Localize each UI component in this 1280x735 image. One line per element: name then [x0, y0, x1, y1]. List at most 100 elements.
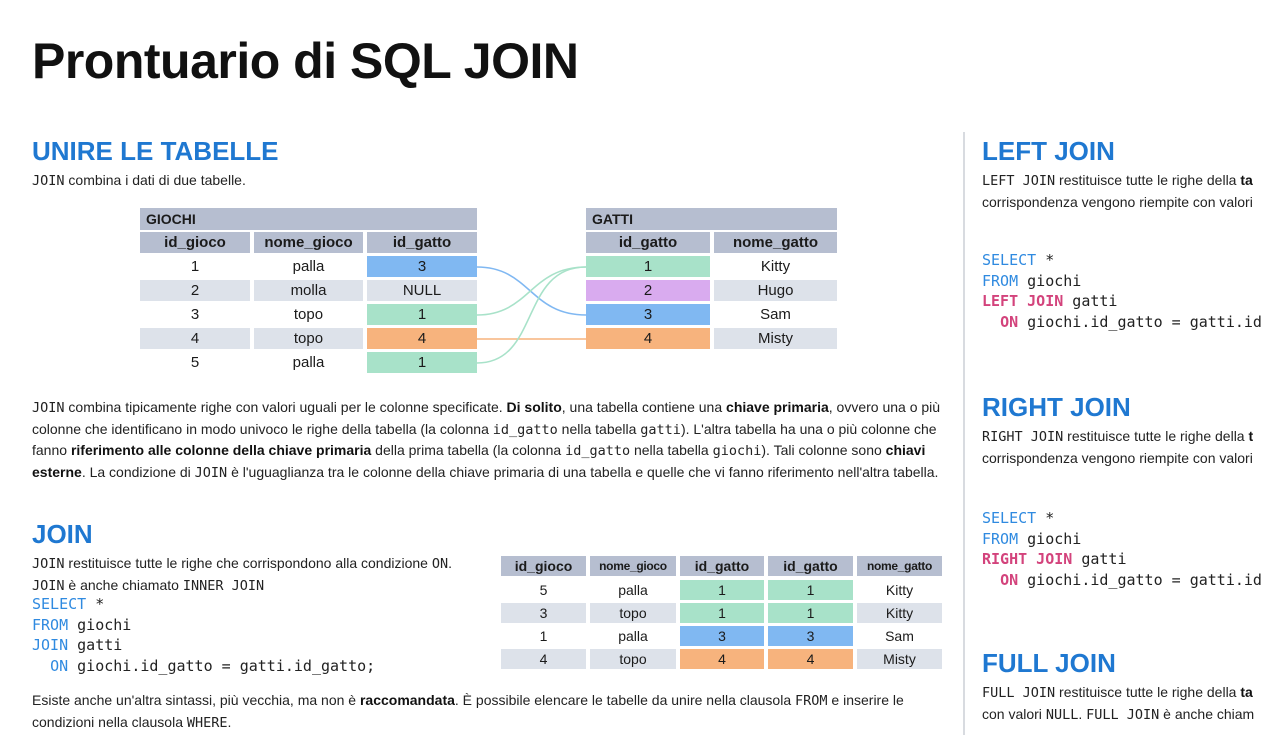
table-cell: molla — [254, 280, 363, 301]
text: , una tabella contiene una — [561, 399, 727, 415]
giochi-header-id-gatto: id_gatto — [367, 232, 477, 253]
code-text: * — [86, 595, 105, 613]
code-join: JOIN — [194, 464, 228, 481]
code-id-gatto: id_gatto — [492, 421, 558, 438]
table-cell: 1 — [586, 256, 710, 277]
result-header-id-gatto-2: id_gatto — [768, 556, 853, 576]
keyword-left-join: LEFT JOIN — [982, 292, 1064, 310]
table-cell: 2 — [140, 280, 250, 301]
bold-text: chiavi esterne — [32, 442, 926, 480]
text: . La condizione di — [81, 463, 195, 480]
join-alt-syntax: Esiste anche un'altra sintassi, più vecc… — [32, 690, 950, 733]
code-text: gatti — [1063, 292, 1118, 310]
left-join-description: LEFT JOIN restituisce tutte le righe del… — [982, 170, 1280, 212]
right-join-code-block: SELECT * FROM giochi RIGHT JOIN gatti ON… — [982, 508, 1280, 590]
table-cell: 5 — [539, 582, 548, 598]
text: restituisce tutte le righe che corrispon… — [64, 555, 432, 571]
table-cell: topo — [590, 603, 676, 623]
code-text: * — [1036, 509, 1055, 527]
table-cell: NULL — [367, 280, 477, 301]
bold-text: Di solito — [506, 399, 562, 415]
link-row3-to-gatto1 — [476, 266, 587, 316]
table-cell: Kitty — [885, 582, 914, 598]
text: . — [227, 713, 232, 730]
text: con valori — [982, 705, 1046, 722]
code-text: giochi.id_gatto = gatti.id — [1018, 312, 1262, 331]
right-join-description: RIGHT JOIN restituisce tutte le righe de… — [982, 426, 1280, 468]
text: è anche chiamato — [64, 576, 183, 593]
code-inner-join: INNER JOIN — [182, 577, 265, 594]
unire-intro: JOIN combina i dati di due tabelle. — [32, 170, 632, 192]
text: corrispondenza vengono riempite con valo… — [982, 449, 1253, 466]
table-cell: 3 — [768, 626, 853, 646]
table-cell: Misty — [857, 649, 942, 669]
section-heading-unire: UNIRE LE TABELLE — [32, 136, 279, 166]
table-gatti-title: GATTI — [586, 208, 837, 230]
code-full-join: FULL JOIN — [982, 685, 1056, 701]
code-text: giochi — [1018, 529, 1082, 548]
table-cell: 4 — [680, 649, 764, 669]
text: . — [1078, 705, 1087, 722]
table-cell: palla — [292, 354, 325, 371]
code-id-gatto: id_gatto — [565, 443, 631, 459]
table-cell: 1 — [680, 580, 764, 600]
keyword-on: ON — [1000, 570, 1019, 589]
table-cell: 4 — [501, 649, 586, 669]
result-header-nome-gatto: nome_gatto — [857, 556, 942, 576]
text: restituisce tutte le righe della — [1055, 172, 1241, 188]
keyword-select: SELECT — [982, 251, 1037, 269]
table-cell: 3 — [501, 603, 586, 623]
code-join: JOIN — [32, 556, 65, 572]
code-right-join: RIGHT JOIN — [982, 429, 1064, 445]
table-cell: 3 — [680, 626, 764, 646]
table-cell: Sam — [885, 628, 914, 644]
code-full-join: FULL JOIN — [1086, 706, 1160, 723]
gatti-header-nome-gatto: nome_gatto — [714, 232, 837, 253]
unire-intro-text: combina i dati di due tabelle. — [64, 172, 246, 188]
result-header-id-gatto: id_gatto — [680, 556, 764, 576]
table-cell: 1 — [367, 304, 477, 325]
keyword-select: SELECT — [32, 595, 87, 613]
code-text: giochi.id_gatto = gatti.id_gatto; — [68, 656, 376, 675]
code-text: * — [1036, 251, 1055, 269]
table-cell: 1 — [367, 352, 477, 373]
text: della prima tabella (la colonna — [371, 442, 566, 458]
text: ). Tali colonne sono — [761, 442, 886, 458]
text: restituisce tutte le righe della — [1055, 684, 1241, 700]
code-null: NULL — [1045, 706, 1079, 723]
table-cell: 2 — [586, 280, 710, 301]
bold-text: ta — [1240, 684, 1253, 700]
text: . È possibile elencare le tabelle da uni… — [454, 692, 796, 708]
keyword-from: FROM — [32, 615, 69, 634]
table-cell: 4 — [140, 328, 250, 349]
text: è l'uguaglianza tra le colonne della chi… — [227, 463, 939, 480]
bold-text: t — [1248, 428, 1254, 444]
table-cell: 4 — [586, 328, 710, 349]
table-cell: 3 — [367, 256, 477, 277]
code-join: JOIN — [32, 173, 65, 189]
text: , ovvero una o più colonne che identific… — [32, 399, 941, 437]
text: nella tabella — [557, 420, 641, 437]
join-code-block: SELECT * FROM giochi JOIN gatti ON gioch… — [32, 594, 375, 676]
code-from: FROM — [795, 693, 828, 709]
table-cell: Hugo — [714, 280, 837, 301]
join-explanation: JOIN combina tipicamente righe con valor… — [32, 397, 950, 483]
table-cell: 5 — [190, 354, 200, 371]
table-cell: 1 — [190, 258, 200, 275]
table-cell: Kitty — [857, 603, 942, 623]
table-cell: 1 — [680, 603, 764, 623]
text: Esiste anche un'altra sintassi, più vecc… — [32, 692, 360, 708]
table-cell: 4 — [768, 649, 853, 669]
section-heading-full-join: FULL JOIN — [982, 648, 1116, 678]
keyword-from: FROM — [982, 271, 1019, 290]
table-cell: Kitty — [760, 258, 791, 275]
left-join-code-block: SELECT * FROM giochi LEFT JOIN gatti ON … — [982, 250, 1280, 332]
text: corrispondenza vengono riempite con valo… — [982, 193, 1253, 210]
column-divider — [963, 132, 965, 735]
code-giochi: giochi — [712, 443, 762, 459]
keyword-on: ON — [1000, 312, 1019, 331]
result-header-nome-gioco: nome_gioco — [590, 556, 676, 576]
code-on: ON — [431, 556, 449, 572]
join-description: JOIN restituisce tutte le righe che corr… — [32, 553, 482, 596]
